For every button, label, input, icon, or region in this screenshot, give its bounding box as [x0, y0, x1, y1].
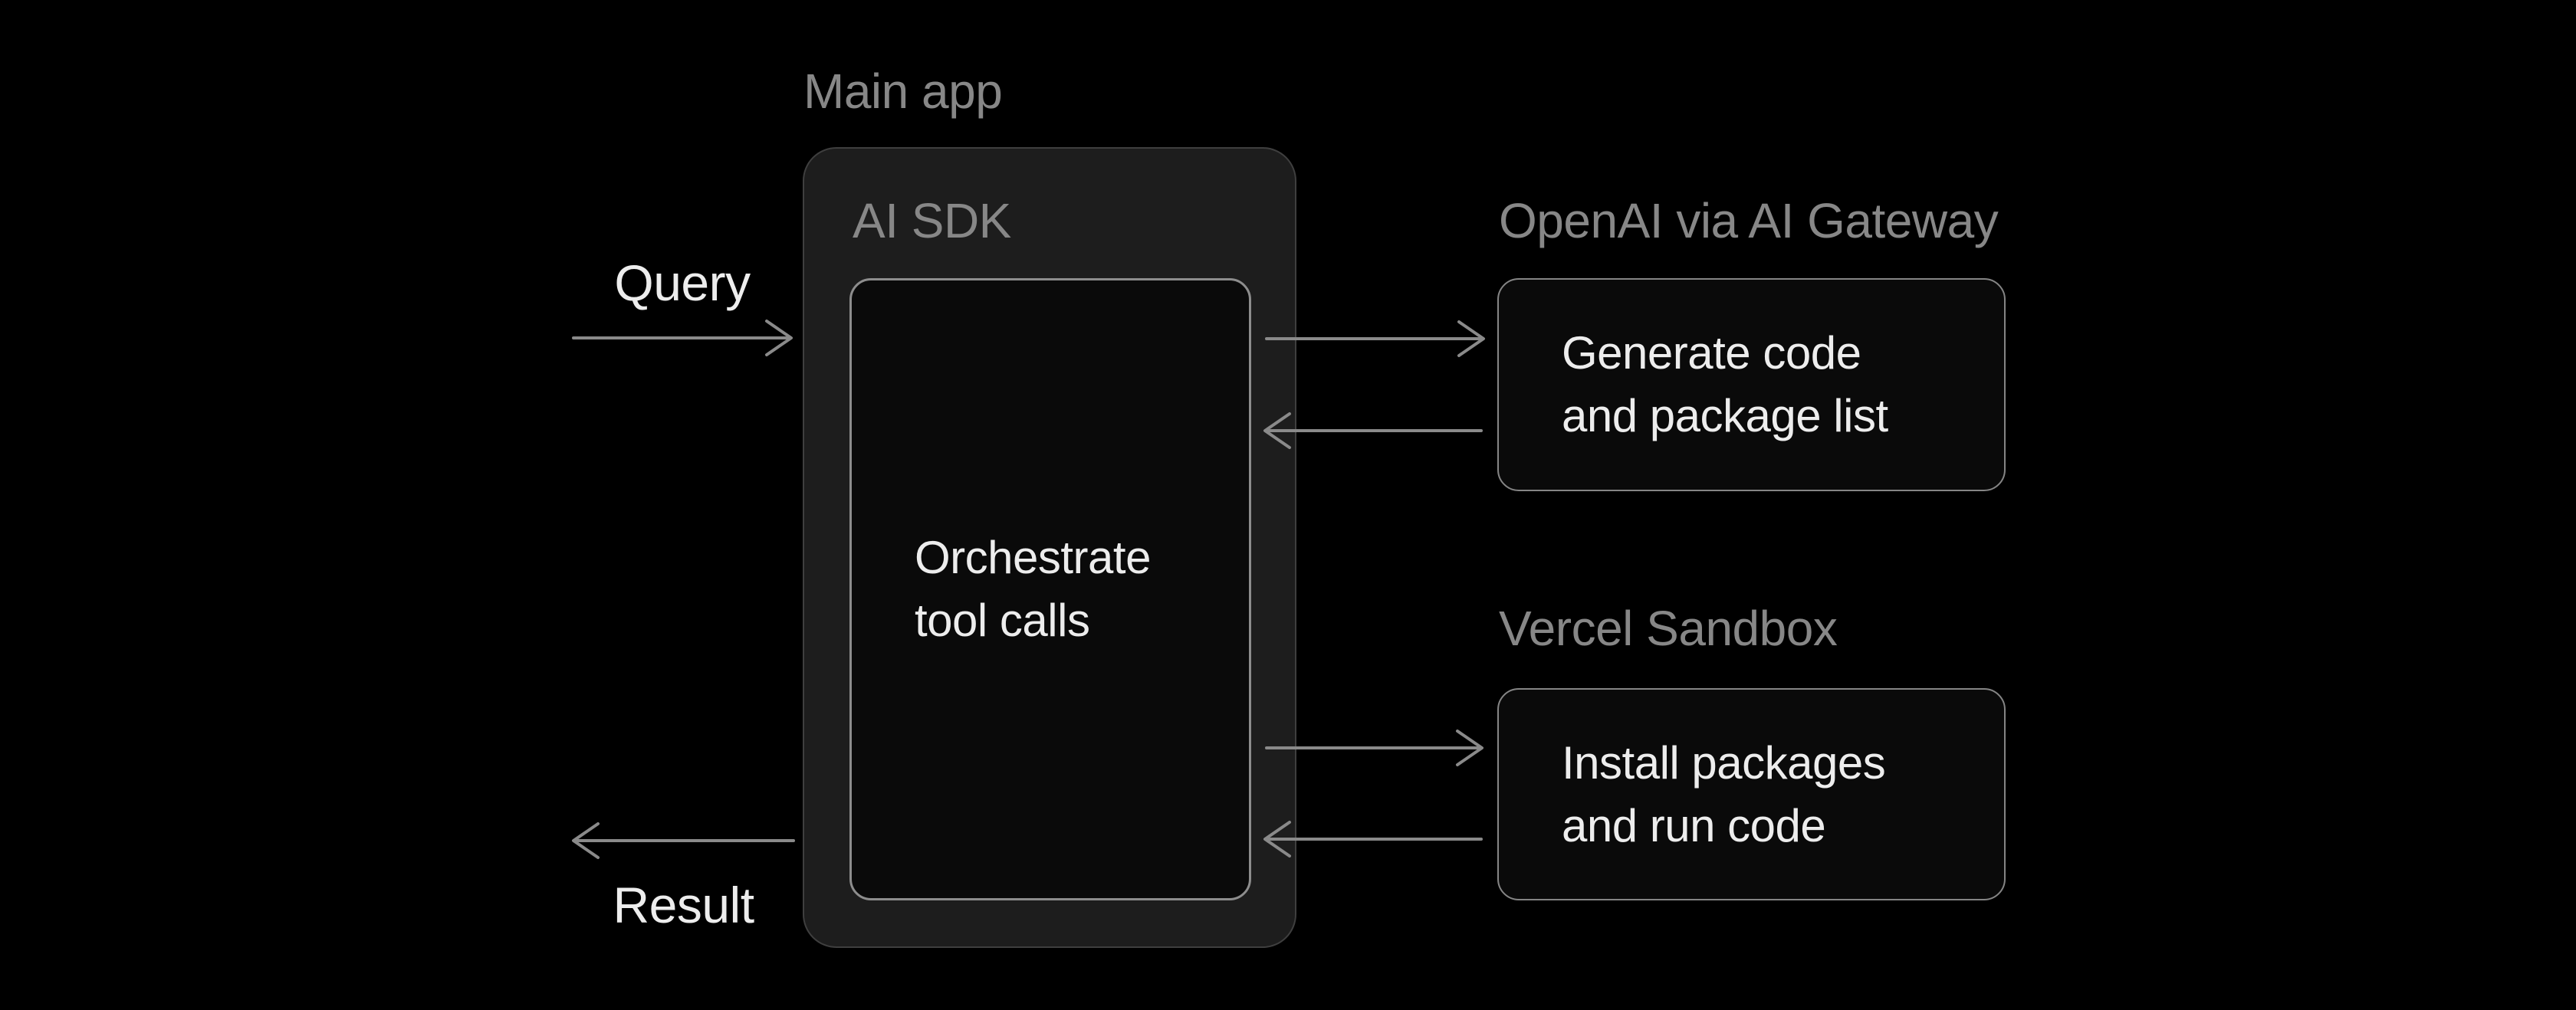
openai-gateway-box: Generate code and package list: [1497, 278, 2006, 491]
ai-sdk-box: Orchestrate tool calls: [849, 278, 1251, 900]
openai-gateway-box-text-line2: and package list: [1562, 390, 1888, 441]
vercel-sandbox-box-text-line1: Install packages: [1562, 736, 1886, 789]
result-label: Result: [613, 877, 754, 933]
openai-gateway-box-text: Generate code and package list: [1499, 322, 1888, 448]
result-arrow: [572, 822, 795, 859]
vercel-sandbox-box-text: Install packages and run code: [1499, 732, 1886, 858]
main-app-label: Main app: [803, 64, 1003, 119]
vercel-sandbox-box: Install packages and run code: [1497, 688, 2006, 900]
vercel-sandbox-label: Vercel Sandbox: [1499, 601, 1838, 656]
openai-gateway-box-text-line1: Generate code: [1562, 327, 1861, 379]
ai-sdk-label: AI SDK: [853, 193, 1011, 248]
openai-to-sdk-arrow: [1263, 412, 1483, 449]
sdk-to-sandbox-arrow: [1265, 730, 1484, 766]
query-arrow: [572, 320, 793, 356]
sdk-to-openai-arrow: [1265, 320, 1485, 357]
openai-gateway-label: OpenAI via AI Gateway: [1499, 193, 1999, 248]
vercel-sandbox-box-text-line2: and run code: [1562, 799, 1826, 851]
ai-sdk-box-text: Orchestrate tool calls: [852, 526, 1151, 652]
ai-sdk-box-text-line2: tool calls: [915, 595, 1090, 646]
query-label: Query: [614, 254, 751, 311]
ai-sdk-box-text-line1: Orchestrate: [915, 532, 1151, 583]
sandbox-to-sdk-arrow: [1263, 821, 1483, 858]
